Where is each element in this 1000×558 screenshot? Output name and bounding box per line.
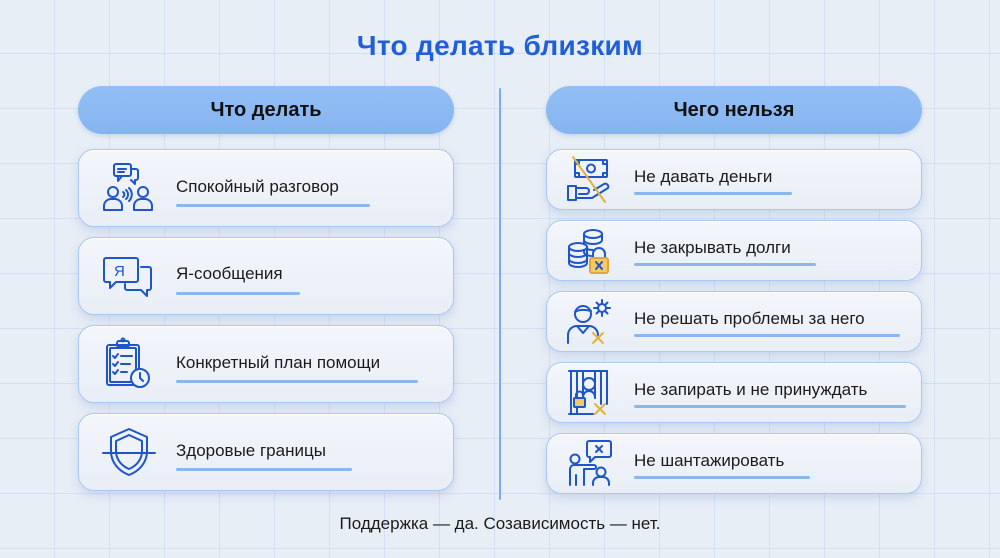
list-item-calm-talk: Спокойный разговор: [78, 149, 454, 227]
list-item-no-money: Не давать деньги: [546, 149, 922, 210]
item-underline: [634, 476, 810, 479]
item-label: Я-сообщения: [176, 264, 283, 283]
item-underline: [634, 192, 792, 195]
item-underline: [634, 263, 816, 266]
checklist-clock-icon: [105, 337, 155, 392]
blackmail-icon: [567, 439, 617, 489]
conversation-icon: [101, 162, 157, 216]
list-item-concrete-plan: Конкретный план помощи: [78, 325, 454, 403]
item-label: Не закрывать долги: [634, 238, 791, 257]
shield-boundary-icon: [101, 426, 157, 480]
item-underline: [176, 292, 300, 295]
item-underline: [176, 204, 370, 207]
coins-lock-icon: [565, 227, 615, 275]
person-gear-cross-icon: [565, 297, 615, 347]
column-header-dont: Чего нельзя: [546, 86, 922, 134]
i-message-icon: Я: [103, 254, 157, 302]
column-divider: [499, 88, 501, 500]
item-label: Конкретный план помощи: [176, 353, 381, 372]
page-title: Что делать близким: [356, 30, 644, 61]
list-item-no-debts: Не закрывать долги: [546, 220, 922, 281]
list-item-no-locking: Не запирать и не принуждать: [546, 362, 922, 423]
item-underline: [176, 380, 418, 383]
no-money-icon: [565, 156, 615, 204]
list-item-i-messages: Я Я-сообщения: [78, 237, 454, 315]
list-item-no-blackmail: Не шантажировать: [546, 433, 922, 494]
item-underline: [634, 334, 900, 337]
prison-bars-icon: [567, 368, 617, 418]
list-item-no-solving-problems: Не решать проблемы за него: [546, 291, 922, 352]
item-label: Не шантажировать: [634, 451, 785, 470]
item-underline: [176, 468, 352, 471]
item-label: Спокойный разговор: [176, 177, 339, 196]
item-label: Не решать проблемы за него: [634, 309, 865, 328]
column-header-do: Что делать: [78, 86, 454, 134]
item-label: Не давать деньги: [634, 167, 773, 186]
svg-text:Я: Я: [114, 263, 125, 280]
item-label: Здоровые границы: [176, 441, 326, 460]
list-item-healthy-boundaries: Здоровые границы: [78, 413, 454, 491]
item-underline: [634, 405, 906, 408]
footer-tagline: Поддержка — да. Созависимость — нет.: [339, 514, 661, 533]
item-label: Не запирать и не принуждать: [634, 380, 868, 399]
